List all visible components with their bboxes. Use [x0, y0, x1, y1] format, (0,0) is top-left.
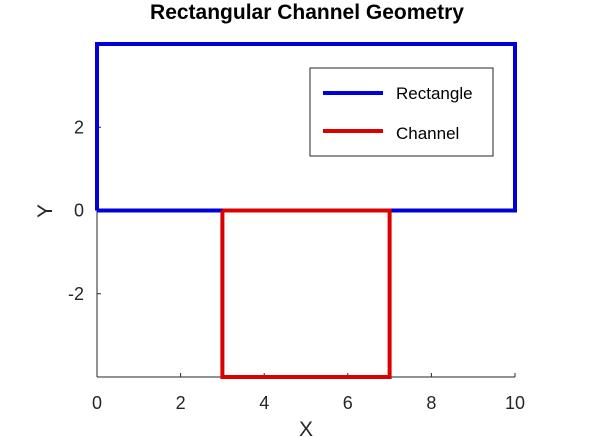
y-tick-labels: -2 0 2 — [68, 117, 84, 304]
x-tick-label: 6 — [343, 393, 353, 413]
legend-label-rectangle: Rectangle — [396, 84, 473, 103]
y-tick-label: 0 — [74, 201, 84, 221]
x-tick-label: 2 — [176, 393, 186, 413]
x-axis-label: X — [299, 418, 313, 437]
legend-label-channel: Channel — [396, 124, 459, 143]
series-layer — [95, 42, 517, 379]
x-tick-label: 8 — [426, 393, 436, 413]
y-tick-label: 2 — [74, 117, 84, 137]
chart-title: Rectangular Channel Geometry — [150, 1, 464, 24]
legend: Rectangle Channel — [309, 67, 494, 157]
x-tick-label: 0 — [92, 393, 102, 413]
x-tick-label: 4 — [259, 393, 269, 413]
y-axis-label: Y — [34, 204, 57, 218]
legend-box — [309, 67, 494, 157]
y-tick-label: -2 — [68, 284, 84, 304]
x-tick-label: 10 — [505, 393, 525, 413]
x-tick-labels: 0 2 4 6 8 10 — [92, 393, 525, 413]
series-line-channel — [220, 208, 392, 379]
